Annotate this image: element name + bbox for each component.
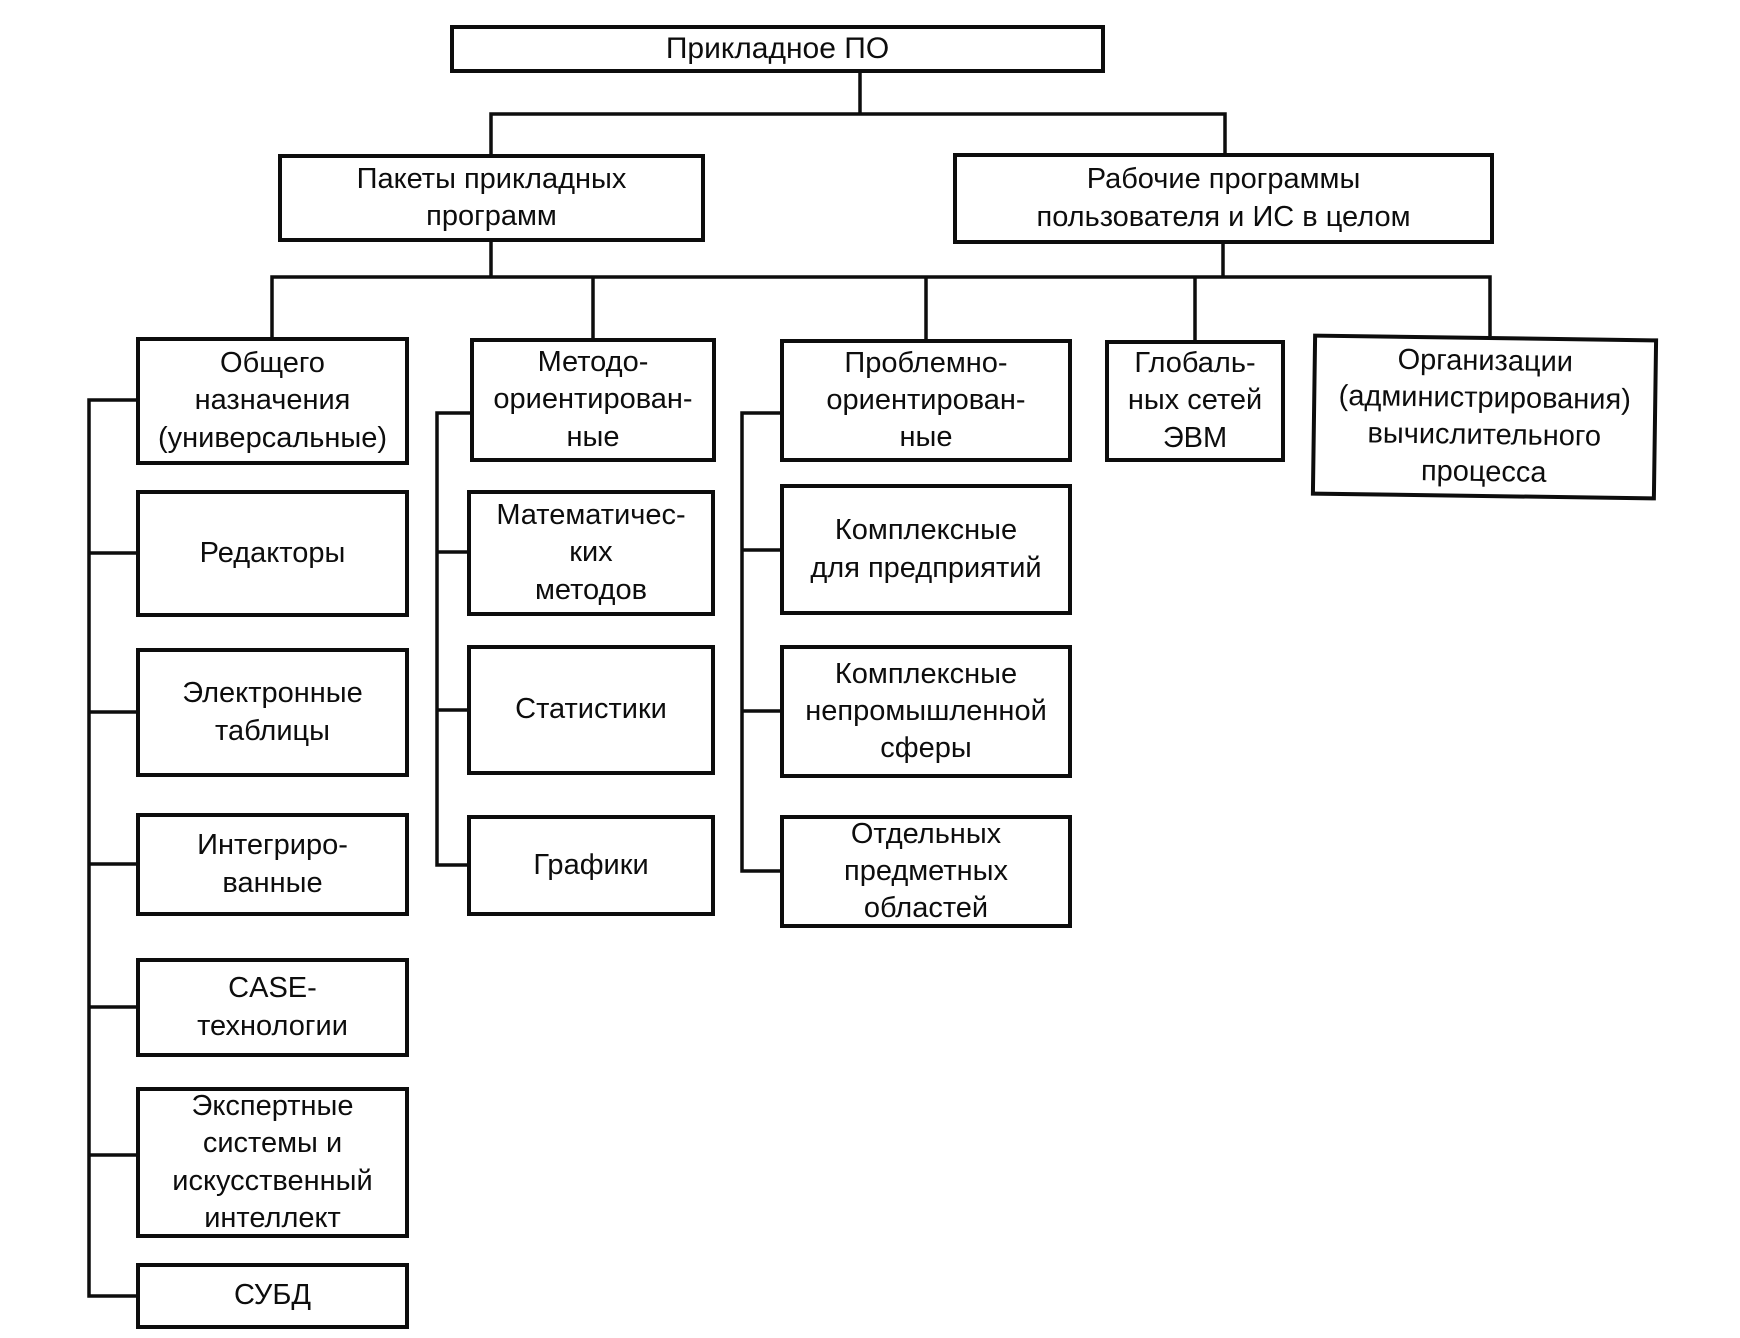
node-graphics: Графики — [467, 815, 715, 916]
node-math-methods: Математичес- ких методов — [467, 490, 715, 616]
node-general-purpose: Общего назначения (универсальные) — [136, 337, 409, 465]
node-dbms: СУБД — [136, 1263, 409, 1329]
node-integrated: Интегриро- ванные — [136, 813, 409, 916]
node-spreadsheets: Электронные таблицы — [136, 648, 409, 777]
node-global-networks: Глобаль- ных сетей ЭВМ — [1105, 340, 1285, 462]
node-statistics: Статистики — [467, 645, 715, 775]
node-case-technologies: CASE- технологии — [136, 958, 409, 1057]
node-org-admin: Организации (администрирования) вычислит… — [1310, 333, 1659, 501]
node-complex-nonindustrial: Комплексные непромышленной сферы — [780, 645, 1072, 778]
node-applied-software: Прикладное ПО — [450, 25, 1105, 73]
node-subject-areas: Отдельных предметных областей — [780, 815, 1072, 928]
node-problem-oriented: Проблемно- ориентирован- ные — [780, 339, 1072, 462]
node-user-working-programs: Рабочие программы пользователя и ИС в це… — [953, 153, 1494, 244]
node-method-oriented: Методо- ориентирован- ные — [470, 338, 716, 462]
node-editors: Редакторы — [136, 490, 409, 617]
node-expert-systems: Экспертные системы и искусственный интел… — [136, 1087, 409, 1238]
node-application-packages: Пакеты прикладных программ — [278, 154, 705, 242]
node-complex-enterprise: Комплексные для предприятий — [780, 484, 1072, 615]
